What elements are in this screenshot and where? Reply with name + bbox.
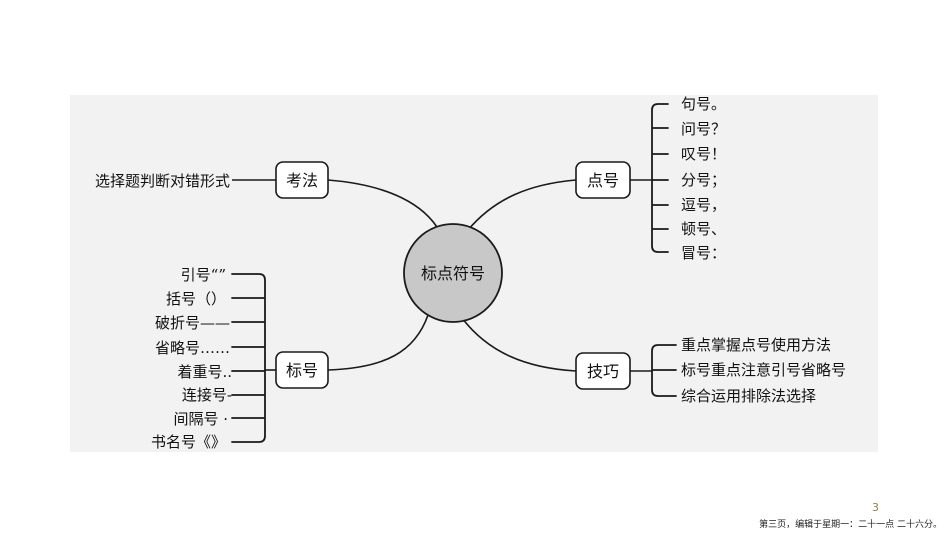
dianhao-box bbox=[575, 161, 631, 199]
biaohao-item: 间隔号 · bbox=[173, 410, 228, 428]
connector-jiqiao bbox=[461, 317, 577, 372]
biaohao-box bbox=[275, 351, 329, 389]
biaohao-item: 着重号.. bbox=[177, 363, 232, 381]
kaofa-label: 考法 bbox=[286, 171, 318, 190]
dianhao-label: 点号 bbox=[587, 171, 619, 190]
jiqiao-item: 重点掌握点号使用方法 bbox=[681, 336, 831, 354]
biaohao-bracket bbox=[231, 273, 266, 443]
dianhao-item: 句号。 bbox=[681, 95, 726, 113]
jiqiao-item: 标号重点注意引号省略号 bbox=[681, 361, 846, 379]
jiqiao-label: 技巧 bbox=[587, 362, 619, 381]
center-label: 标点符号 bbox=[421, 264, 485, 283]
dianhao-item: 分号； bbox=[681, 171, 726, 189]
jiqiao-item: 综合运用排除法选择 bbox=[681, 387, 816, 405]
biaohao-item: 书名号《》 bbox=[151, 433, 226, 451]
dianhao-item: 冒号： bbox=[681, 244, 726, 262]
dianhao-item: 逗号， bbox=[681, 196, 726, 214]
biaohao-item: 省略号…… bbox=[155, 339, 230, 357]
page-number: 3 bbox=[872, 501, 879, 514]
dianhao-item: 叹号！ bbox=[681, 145, 726, 163]
kaofa-leaf: 选择题判断对错形式 bbox=[95, 172, 230, 190]
jiqiao-box bbox=[575, 352, 631, 390]
connector-kaofa bbox=[327, 179, 441, 233]
dianhao-item: 问号？ bbox=[681, 120, 726, 138]
biaohao-item: 引号“” bbox=[181, 266, 226, 284]
biaohao-item: 括号（） bbox=[166, 290, 226, 308]
footer-text: 第三页，编辑于星期一：二十一点 二十六分。 bbox=[759, 520, 942, 530]
jiqiao-bracket bbox=[651, 344, 677, 397]
connector-dianhao bbox=[467, 179, 577, 231]
biaohao-item: 连接号- bbox=[182, 386, 232, 404]
dianhao-bracket bbox=[651, 103, 669, 253]
biaohao-label: 标号 bbox=[286, 361, 318, 380]
dianhao-item: 顿号、 bbox=[681, 220, 726, 238]
connector-biaohao bbox=[327, 314, 429, 371]
kaofa-box bbox=[275, 161, 329, 199]
biaohao-item: 破折号—— bbox=[155, 314, 230, 332]
center-node bbox=[403, 223, 503, 323]
